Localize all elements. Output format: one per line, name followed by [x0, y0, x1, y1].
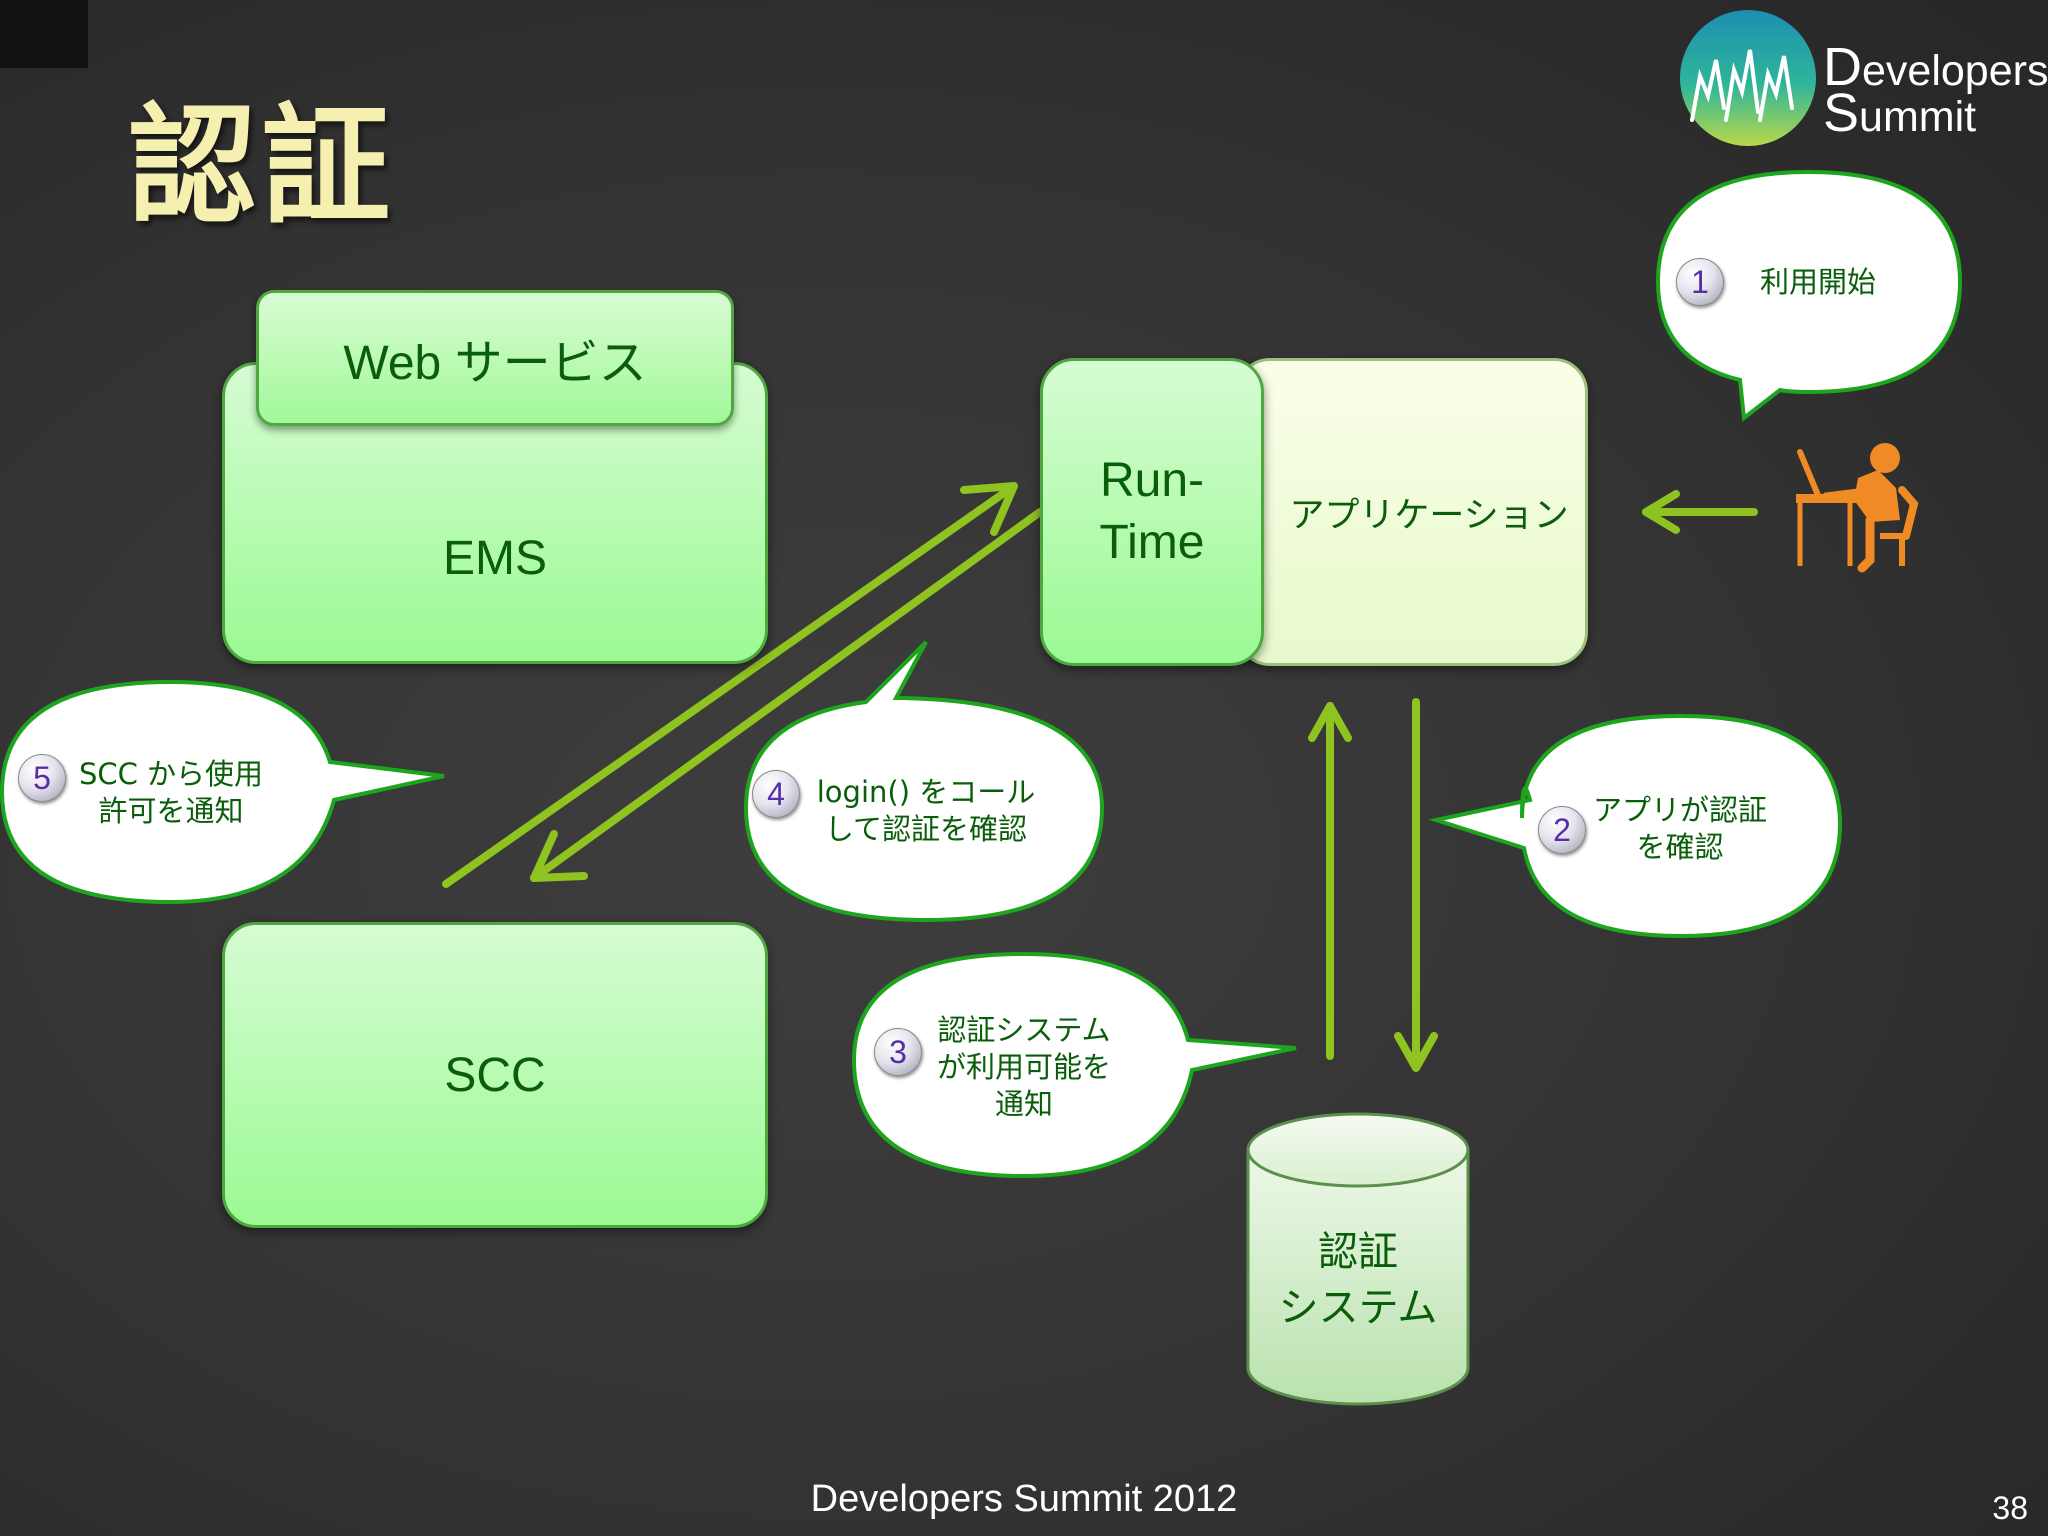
bubble-4	[743, 640, 1105, 923]
arrow-scc-to-runtime-head	[960, 482, 1018, 536]
runtime-label-line2: Time	[1099, 516, 1205, 569]
web-service-label: Web サービス	[343, 337, 647, 390]
step-1-text: 利用開始	[1759, 265, 1876, 299]
bubble-2	[1428, 713, 1843, 939]
person-at-computer-icon	[1796, 443, 1919, 573]
runtime-label-line1: Run-	[1099, 454, 1205, 507]
slide-title: 認証	[128, 92, 397, 241]
ems-label: EMS	[442, 531, 547, 585]
arrow-app-to-auth-head	[1394, 1032, 1438, 1072]
auth-system-cylinder	[1246, 1112, 1470, 1406]
web-service-box: Web サービス	[256, 290, 734, 426]
step-5-number: 5	[18, 754, 66, 802]
step-4-text: login() をコール して認証を確認	[816, 775, 1036, 846]
step-2-number: 2	[1538, 806, 1586, 854]
developers-summit-logo	[1680, 10, 1816, 146]
step-3-number: 3	[874, 1028, 922, 1076]
step-5-text: SCC から使用 許可を通知	[78, 757, 264, 828]
bubble-5	[0, 679, 445, 905]
arrow-scc-to-runtime	[442, 482, 1018, 888]
bubble-3	[851, 951, 1297, 1179]
arrow-runtime-to-scc	[530, 508, 1044, 882]
auth-system-label-line2: システム	[1278, 1285, 1438, 1331]
step-2-text: アプリが認証 を確認	[1592, 793, 1767, 864]
logo-text-line1: Developers	[1823, 37, 2048, 97]
runtime-box: Run- Time	[1040, 358, 1264, 666]
application-box: アプリケーション	[1236, 358, 1588, 666]
auth-system-label: 認証 システム	[1248, 1220, 1468, 1340]
arrow-auth-to-app-head	[1308, 702, 1352, 742]
slide-footer: Developers Summit 2012	[810, 1478, 1238, 1520]
corner-block	[0, 0, 88, 68]
arrow-user-to-app-head	[1642, 490, 1680, 534]
arrow-runtime-to-scc-head	[530, 830, 588, 882]
application-label: アプリケーション	[1289, 495, 1569, 535]
page-number: 38	[1992, 1490, 2028, 1526]
scc-box: SCC	[222, 922, 768, 1228]
scc-label: SCC	[444, 1048, 546, 1102]
auth-system-label-line1: 認証	[1318, 1229, 1398, 1275]
step-3-text: 認証システム が利用可能を 通知	[936, 1013, 1111, 1121]
bubble-1	[1655, 169, 1963, 422]
step-4-number: 4	[752, 770, 800, 818]
step-1-number: 1	[1676, 258, 1724, 306]
logo-text-line2: Summit	[1823, 83, 1977, 143]
